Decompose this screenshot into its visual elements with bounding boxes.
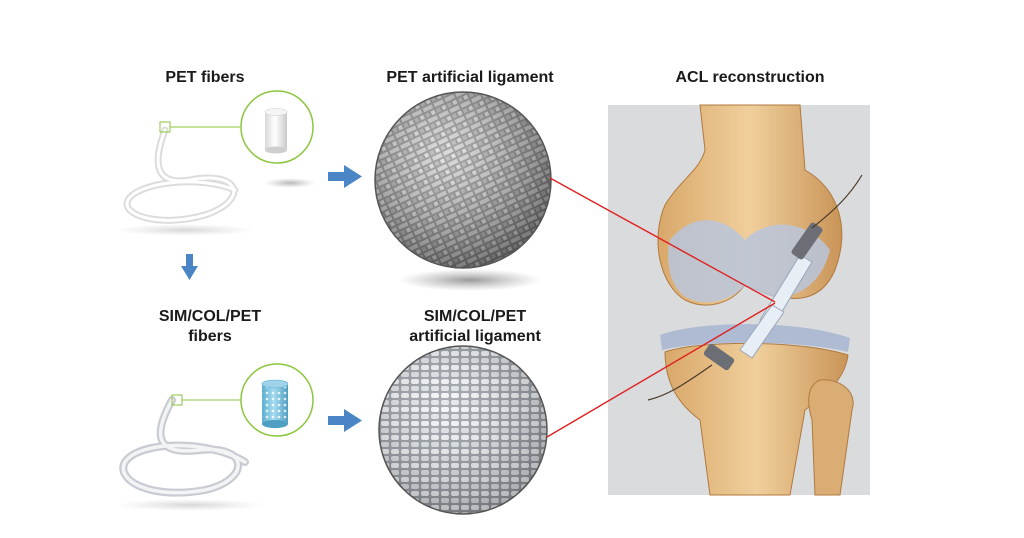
femoral-screw-icon [791,222,823,260]
sim-ligament-title-line1: SIM/COL/PET [423,308,527,325]
pet-fiber-coil [115,126,255,236]
pet-ligament-sphere [374,91,552,269]
pet-fibers-title: PET fibers [165,69,245,86]
sim-fibers-title-line2: fibers [188,328,232,345]
connector-line-top [549,177,776,303]
sim-fiber-coil [115,396,265,511]
tibial-screw-icon [703,343,735,371]
sim-fibers-title-line1: SIM/COL/PET [158,308,262,325]
right-arrow-top-icon [328,165,362,188]
pet-ligament-title: PET artificial ligament [386,69,554,86]
down-arrow-icon [181,254,198,280]
pet-ligament-shadow [398,269,542,291]
acl-reconstruction-title: ACL reconstruction [675,69,825,86]
sim-ligament-title: SIM/COL/PET artificial ligament [380,307,570,347]
sim-fibers-title: SIM/COL/PET fibers [140,307,280,347]
pet-fiber-cylinder [264,108,316,188]
connector-line-bottom [546,302,776,438]
sim-ligament-sphere [378,345,548,515]
sim-ligament-title-line2: artificial ligament [409,328,541,345]
right-arrow-bottom-icon [328,409,362,432]
sim-fiber-cylinder [261,379,289,428]
knee-illustration [608,104,870,496]
